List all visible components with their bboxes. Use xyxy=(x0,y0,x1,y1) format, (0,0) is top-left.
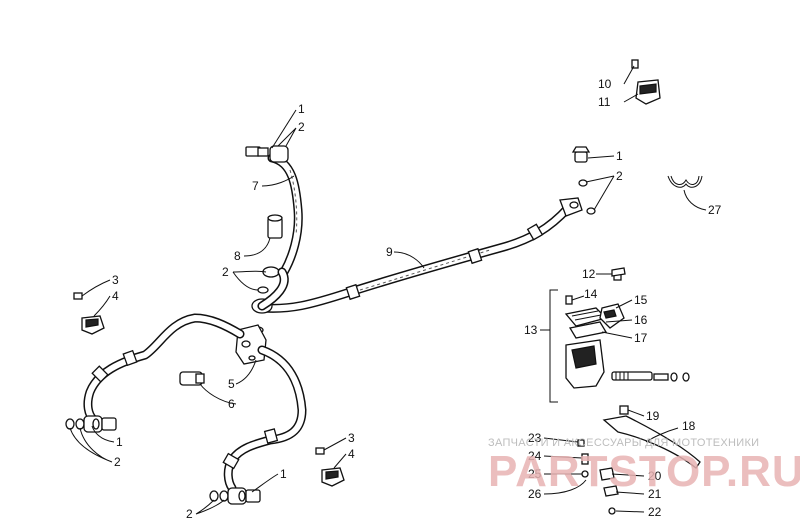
callout-label: 24 xyxy=(528,449,542,463)
right-banjo-bolt xyxy=(571,146,596,215)
callout-label: 14 xyxy=(584,287,598,301)
callout-label: 6 xyxy=(228,397,235,411)
leader-lines xyxy=(69,65,707,515)
hose-clip xyxy=(667,175,703,188)
callout-label: 2 xyxy=(186,507,193,521)
left-hose xyxy=(83,313,245,425)
callout-label: 12 xyxy=(582,267,596,281)
callout-label: 19 xyxy=(646,409,660,423)
lower-hose xyxy=(222,345,307,493)
callout-label: 10 xyxy=(598,77,612,91)
callout-label: 18 xyxy=(682,419,696,433)
callout-label: 2 xyxy=(616,169,623,183)
callout-label: 25 xyxy=(528,467,542,481)
lower-banjo-fittings xyxy=(209,487,261,505)
watermark-logo: PARTSTOP.RU xyxy=(488,447,800,496)
right-clip-lower xyxy=(315,447,345,487)
callout-label: 11 xyxy=(598,95,611,109)
callout-label: 3 xyxy=(112,273,119,287)
callout-label: 15 xyxy=(634,293,648,307)
callout-label: 5 xyxy=(228,377,235,391)
callout-label: 20 xyxy=(648,469,662,483)
callout-label: 3 xyxy=(348,431,355,445)
callout-numbers: 1 2 7 8 2 9 1 2 27 10 11 3 4 5 6 12 13 1… xyxy=(112,77,722,521)
center-hose-link xyxy=(257,267,289,311)
callout-label: 26 xyxy=(528,487,542,501)
callout-label: 16 xyxy=(634,313,648,327)
callout-label: 9 xyxy=(386,245,393,259)
callout-label: 2 xyxy=(114,455,121,469)
left-clip-upper xyxy=(73,292,105,335)
callout-label: 4 xyxy=(348,447,355,461)
lever-hardware xyxy=(577,439,619,515)
front-hose-upper xyxy=(267,153,303,277)
callout-label: 21 xyxy=(648,487,662,501)
callout-label: 22 xyxy=(648,505,662,519)
banjo-bolt-top xyxy=(245,145,289,163)
callout-label: 7 xyxy=(252,179,259,193)
callout-label: 27 xyxy=(708,203,722,217)
watermark-caption: ЗАПЧАСТИ И АКСЕССУАРЫ ДЛЯ МОТОТЕХНИКИ xyxy=(488,437,759,449)
callout-label: 8 xyxy=(234,249,241,263)
callout-label: 23 xyxy=(528,431,542,445)
callout-label: 4 xyxy=(112,289,119,303)
bracket-top-right xyxy=(631,59,661,105)
watermark: ЗАПЧАСТИ И АКСЕССУАРЫ ДЛЯ МОТОТЕХНИКИ PA… xyxy=(488,437,800,496)
junction-bolt xyxy=(179,371,205,386)
callout-label: 13 xyxy=(524,323,538,337)
callout-label: 1 xyxy=(116,435,123,449)
callout-label: 17 xyxy=(634,331,648,345)
callout-label: 2 xyxy=(222,265,229,279)
callout-label: 1 xyxy=(280,467,287,481)
left-banjo-fittings xyxy=(65,415,117,433)
banjo-bolt-center xyxy=(267,214,283,239)
callout-label: 1 xyxy=(616,149,623,163)
callout-label: 1 xyxy=(298,102,305,116)
callout-label: 2 xyxy=(298,120,305,134)
